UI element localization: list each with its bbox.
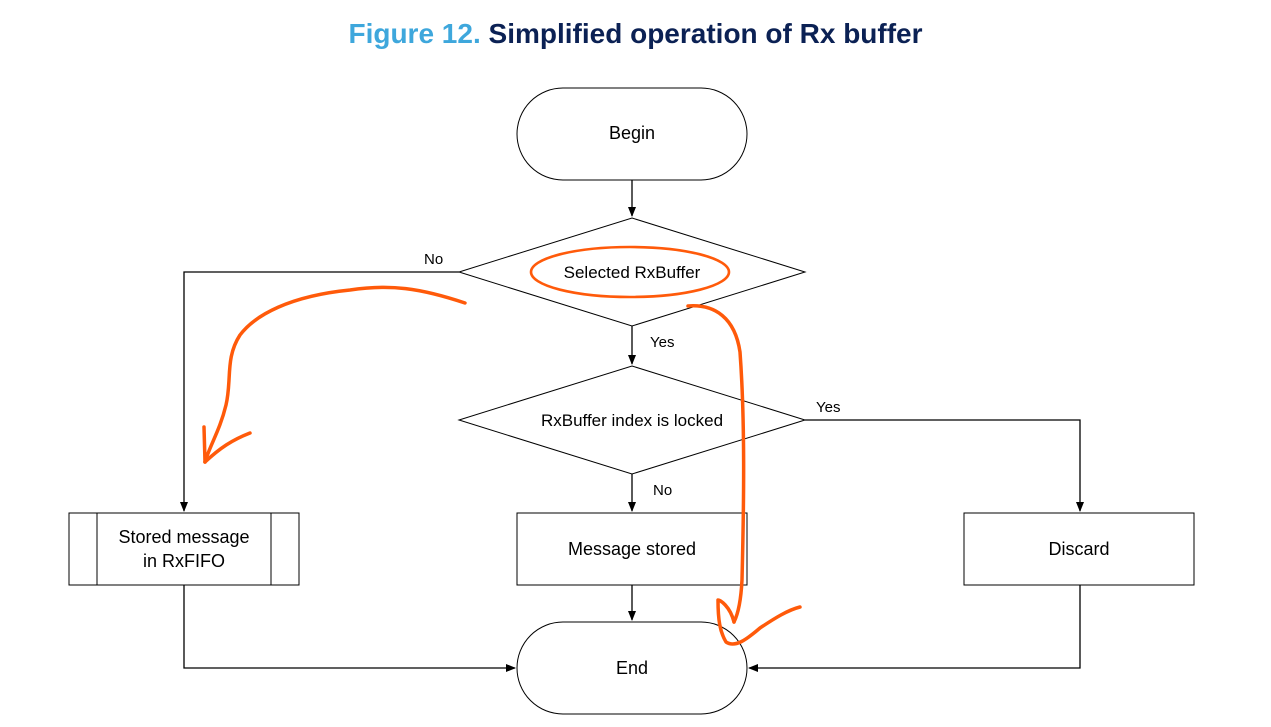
decision-index-locked: RxBuffer index is locked	[457, 365, 807, 475]
decision-selected-rxbuffer: Selected RxBuffer	[457, 217, 807, 327]
annotation-arrowhead-left-a	[202, 425, 207, 464]
message-stored-label: Message stored	[568, 539, 696, 559]
figure-caption: Simplified operation of Rx buffer	[488, 18, 923, 49]
process-discard: Discard	[963, 512, 1195, 586]
annotation-arrow-left	[203, 285, 467, 464]
process-stored-in-rxfifo: Stored message in RxFIFO	[68, 512, 300, 586]
decision-selected-label: Selected RxBuffer	[564, 263, 701, 282]
annotations	[202, 245, 802, 646]
edge-label-selected-no: No	[424, 251, 443, 268]
annotation-highlight-ellipse	[529, 245, 731, 299]
stored-fifo-line2: in RxFIFO	[143, 551, 225, 571]
figure-title: Figure 12. Simplified operation of Rx bu…	[0, 18, 1271, 50]
annotation-arrowhead-left-b	[203, 431, 252, 464]
annotation-arrow-right	[686, 304, 746, 624]
figure-label: Figure 12.	[348, 18, 481, 49]
annotation-arrowhead-right	[716, 598, 802, 646]
edge-selected-no	[180, 271, 459, 512]
process-message-stored: Message stored	[516, 512, 748, 586]
edge-label-selected-yes: Yes	[650, 334, 674, 351]
stored-fifo-line1: Stored message	[118, 527, 249, 547]
end-label: End	[616, 658, 648, 678]
end-node: End	[516, 621, 748, 715]
edge-label-locked-yes: Yes	[816, 399, 840, 416]
edge-discard-to-end	[748, 585, 1081, 672]
edge-label-locked-no: No	[653, 482, 672, 499]
begin-label: Begin	[609, 123, 655, 143]
begin-node: Begin	[516, 87, 748, 181]
decision-locked-label: RxBuffer index is locked	[541, 411, 723, 430]
edge-locked-yes	[805, 419, 1084, 512]
discard-label: Discard	[1048, 539, 1109, 559]
edge-fifo-to-end	[183, 585, 516, 672]
